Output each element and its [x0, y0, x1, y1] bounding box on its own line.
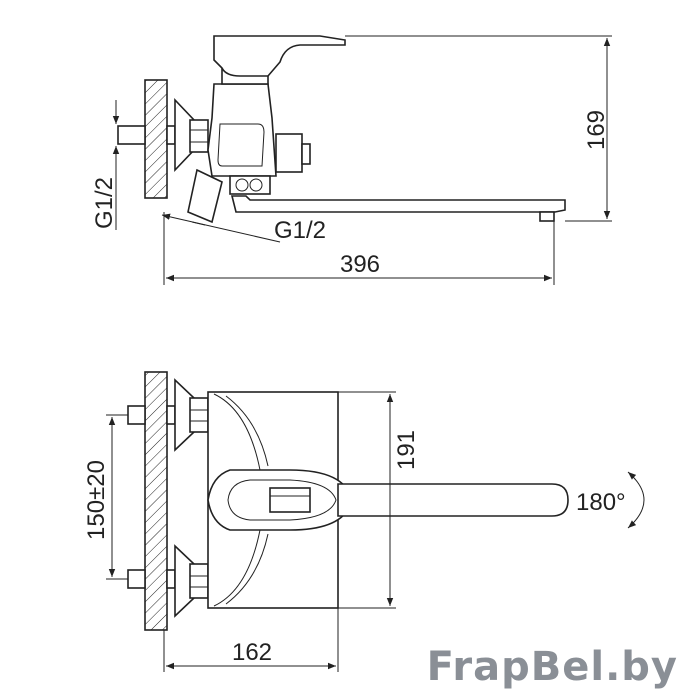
side-inlet-pipe: [117, 125, 146, 145]
rotation-arc: [627, 471, 645, 529]
front-width-dimension: 162: [232, 639, 272, 666]
side-lever-handle: [213, 35, 346, 77]
front-height-dimension: 191: [393, 430, 420, 470]
front-wall-hatch: [144, 371, 168, 631]
side-eccentric-nut: [189, 119, 209, 153]
side-width-dimension: 396: [340, 251, 380, 278]
side-inlet-thread-right: G1/2: [274, 217, 326, 244]
front-inlet-spacing-dimension: 150±20: [83, 460, 110, 540]
watermark-logo: FrapBel.by: [426, 644, 678, 690]
front-bottom-nut: [189, 563, 209, 599]
side-view: 169 396 G1/2 G1/2: [91, 35, 612, 285]
spout-rotation-label: 180°: [576, 489, 626, 516]
side-aerator: [539, 211, 555, 222]
side-wall-hatch: [144, 79, 168, 199]
side-diverter: [275, 133, 303, 173]
side-lower-eccentric: [187, 168, 223, 224]
front-top-nut: [189, 397, 209, 433]
front-view: 191 150±20 162 180°: [83, 371, 645, 672]
side-spout: [230, 195, 566, 213]
front-spout: [337, 483, 569, 517]
side-height-dimension: 169: [583, 110, 610, 150]
side-inlet-thread-left: G1/2: [91, 177, 118, 229]
